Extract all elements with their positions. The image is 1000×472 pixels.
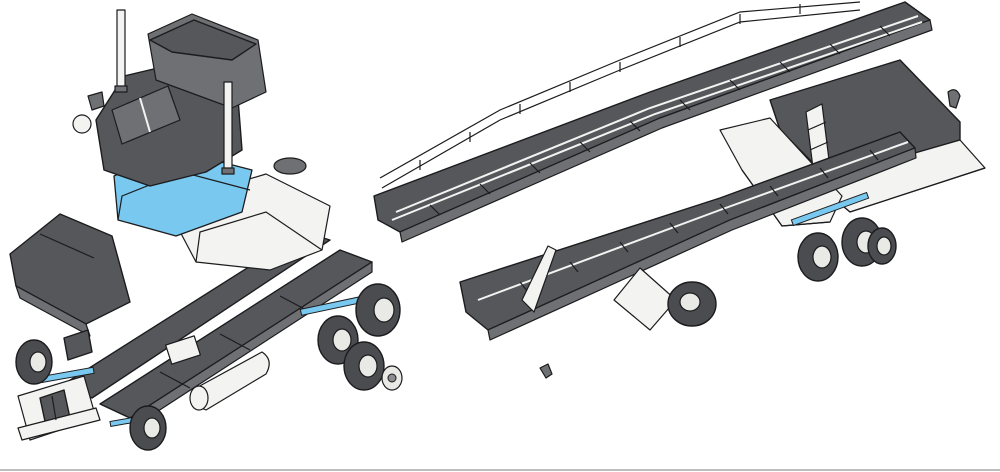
trailer-rear-axles bbox=[790, 191, 897, 282]
tractor-sleeper-top bbox=[149, 19, 257, 61]
tractor-radiator bbox=[63, 329, 93, 361]
tractor-chassis-frame bbox=[63, 231, 373, 429]
tractor-wheels bbox=[15, 283, 403, 451]
tractor-engine-hood bbox=[9, 213, 131, 325]
tractor-assembly bbox=[9, 9, 403, 451]
tractor-mirror-part bbox=[87, 91, 105, 111]
trailer-upper-rail bbox=[379, 1, 861, 189]
tractor-smoke-stacks bbox=[114, 9, 235, 175]
tractor-fuel-tank bbox=[189, 351, 270, 411]
trailer-hook-part bbox=[947, 89, 961, 109]
tractor-air-horn bbox=[72, 114, 92, 134]
tractor-battery-box bbox=[165, 335, 201, 365]
trailer-assembly bbox=[373, 1, 986, 379]
tractor-seat-ring bbox=[273, 157, 307, 175]
trailer-clip-part bbox=[539, 363, 553, 379]
lower-deck-tread bbox=[477, 141, 909, 301]
tractor-bumper-grille bbox=[17, 375, 101, 441]
upper-deck-tread bbox=[391, 15, 923, 221]
trailer-stand-left bbox=[521, 245, 557, 313]
